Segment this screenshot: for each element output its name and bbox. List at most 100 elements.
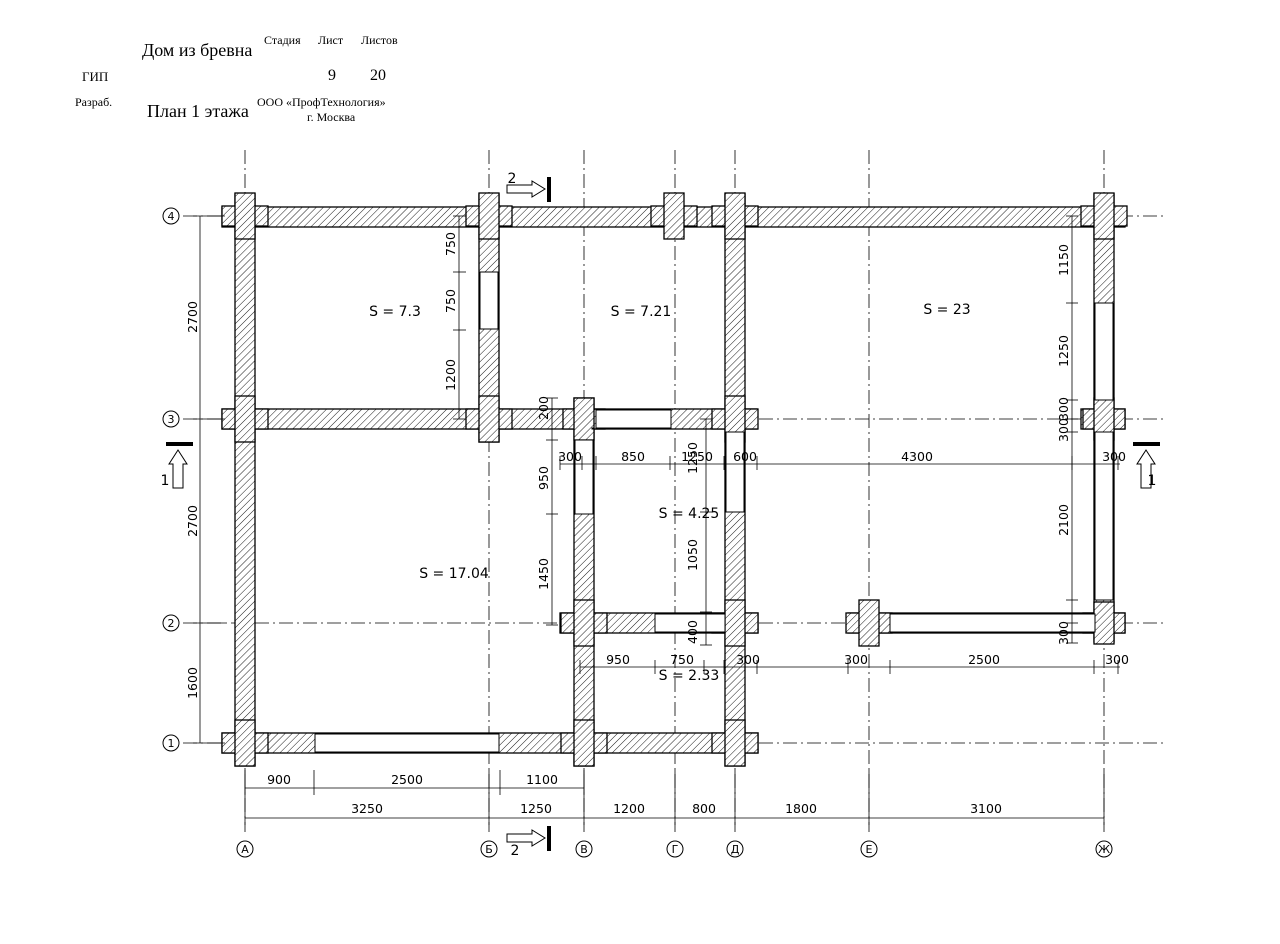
- window-opening: [479, 271, 499, 330]
- dim-label: 1150: [1056, 244, 1071, 276]
- dim-label: 1250: [1056, 335, 1071, 367]
- sheet-label: Лист: [318, 33, 344, 47]
- window-opening: [314, 733, 500, 753]
- section-1-right-arrow: [1136, 449, 1156, 489]
- dim-label: 900: [267, 772, 291, 787]
- axis-marker-row-1: 1: [168, 737, 175, 750]
- window-opening: [574, 439, 594, 515]
- axis-lines: [183, 150, 1165, 832]
- window-opening: [1094, 302, 1114, 401]
- dim-label: 300: [1056, 418, 1071, 442]
- dim-label: 1250: [685, 442, 700, 474]
- axis-marker-row-4: 4: [168, 210, 175, 223]
- stage-label: Стадия: [264, 33, 301, 47]
- axis-marker-row-3-circle: [162, 410, 180, 428]
- section-2-bottom-arrow: [506, 829, 546, 847]
- dim-label: 300: [844, 652, 868, 667]
- dim-label: 3100: [970, 801, 1002, 816]
- dim-label: 750: [443, 289, 458, 313]
- axis-marker-1: А: [241, 843, 249, 856]
- dim-label: 300: [736, 652, 760, 667]
- project-title: Дом из бревна: [142, 40, 253, 60]
- sheet-number: 9: [328, 67, 336, 84]
- dim-label: 1450: [536, 558, 551, 590]
- room-label: S = 7.21: [611, 304, 672, 320]
- room-label: S = 2.33: [659, 668, 720, 684]
- wall-segment: [858, 599, 880, 647]
- axis-marker-row-3: 3: [168, 413, 175, 426]
- dim-label: 200: [536, 396, 551, 420]
- wall-segment: [1093, 192, 1115, 240]
- wall-segment: [234, 395, 256, 443]
- dim-label: 750: [670, 652, 694, 667]
- room-label: S = 17.04: [419, 566, 489, 582]
- dim-label: 300: [1056, 621, 1071, 645]
- axis-marker-2: Б: [485, 843, 493, 856]
- dim-label: 4300: [901, 449, 933, 464]
- axis-marker-6: Е: [866, 843, 873, 856]
- axis-marker-4: Г: [672, 843, 679, 856]
- dim-label: 950: [536, 466, 551, 490]
- axis-marker-2-circle: [480, 840, 498, 858]
- wall-segment: [478, 395, 500, 443]
- room-label: S = 7.3: [369, 304, 421, 320]
- dim-label: 1250: [681, 449, 713, 464]
- dim-label: 300: [1102, 449, 1126, 464]
- section-1-left-label: 1: [161, 473, 170, 489]
- axis-marker-5: Д: [731, 843, 740, 856]
- axis-marker-row-2: 2: [168, 617, 175, 630]
- section-markers: 1 1 2 2: [161, 171, 1160, 859]
- section-1-right-label: 1: [1148, 473, 1157, 489]
- wall-segment: [234, 719, 256, 767]
- dim-label: 400: [685, 620, 700, 644]
- axis-markers: А Б В Г Д Е Ж 1 2 3 4: [162, 207, 1113, 858]
- room-label: S = 23: [923, 302, 970, 318]
- section-1-left-arrow: [168, 449, 188, 489]
- dim-label: 2500: [968, 652, 1000, 667]
- wall-segment: [478, 192, 500, 240]
- axis-marker-row-4-circle: [162, 207, 180, 225]
- dim-label: 300: [1056, 397, 1071, 421]
- wall-segment: [573, 599, 595, 647]
- dim-label: 800: [692, 801, 716, 816]
- axis-marker-row-1-circle: [162, 734, 180, 752]
- axis-marker-6-circle: [860, 840, 878, 858]
- dimension-lines: [193, 215, 1120, 825]
- dim-label: 2700: [185, 301, 200, 333]
- room-label: S = 4.25: [659, 506, 720, 522]
- window-opening: [595, 409, 672, 429]
- company-name: ООО «ПрофТехнология»: [257, 95, 386, 109]
- dim-label: 850: [621, 449, 645, 464]
- gip-label: ГИП: [82, 69, 109, 84]
- window-opening: [725, 431, 745, 513]
- developer-label: Разраб.: [75, 95, 113, 109]
- axis-marker-3: В: [580, 843, 588, 856]
- dim-label: 600: [733, 449, 757, 464]
- dim-label: 2100: [1056, 504, 1071, 536]
- dim-label: 1800: [785, 801, 817, 816]
- window-opening: [654, 613, 726, 633]
- dim-label: 950: [606, 652, 630, 667]
- dim-label: 1100: [526, 772, 558, 787]
- axis-marker-4-circle: [666, 840, 684, 858]
- wall-segment: [234, 193, 256, 767]
- wall-segment: [663, 192, 685, 240]
- dim-label: 1250: [520, 801, 552, 816]
- window-opening: [889, 613, 1096, 633]
- dim-label: 1050: [685, 539, 700, 571]
- section-2-top-arrow: [506, 180, 546, 198]
- dim-label: 1200: [443, 359, 458, 391]
- sheets-label: Листов: [361, 33, 398, 47]
- section-2-top-label: 2: [508, 171, 517, 187]
- dim-label: 1200: [613, 801, 645, 816]
- wall-segment: [724, 719, 746, 767]
- company-city: г. Москва: [307, 110, 356, 124]
- axis-marker-7: Ж: [1098, 843, 1110, 856]
- wall-segment: [1093, 601, 1115, 645]
- dim-label: 1600: [185, 667, 200, 699]
- sheets-total: 20: [370, 67, 386, 84]
- dim-label: 2700: [185, 505, 200, 537]
- axis-marker-7-circle: [1095, 840, 1113, 858]
- section-2-bottom-label: 2: [511, 843, 520, 859]
